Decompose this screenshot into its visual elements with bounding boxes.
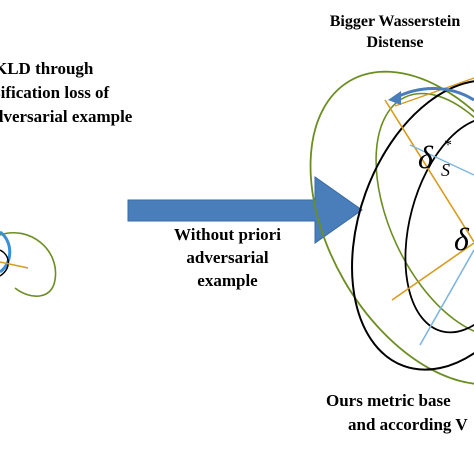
green-ellipse-inner [375, 92, 474, 338]
left-caption-line-2: sification loss of [0, 83, 110, 102]
delta-upper-star: * [444, 137, 452, 154]
arrow-caption-line-3: example [197, 271, 258, 290]
green-ellipse-outer [309, 70, 474, 386]
left-orange-line [0, 261, 29, 269]
right-figure [309, 70, 474, 386]
top-right-caption-line-1: Bigger Wasserstein [329, 13, 461, 30]
left-caption: KLD through sification loss of dversaria… [0, 57, 132, 129]
orange-top-line [394, 77, 474, 107]
arrow-shape [127, 176, 363, 244]
bottom-right-caption: Ours metric base and according V [326, 389, 468, 437]
left-green-curve [0, 232, 57, 297]
blue-upper-line [409, 144, 474, 176]
blue-diagonal-line [419, 249, 474, 346]
orange-radius-line [384, 99, 474, 243]
delta-lower-symbol: δ [454, 221, 470, 257]
left-caption-line-1: KLD through [0, 59, 94, 78]
left-figure [0, 230, 57, 297]
bottom-right-caption-line-1: Ours metric base [326, 391, 451, 410]
left-black-curve [0, 249, 9, 277]
orange-cross-line [391, 242, 474, 301]
wasserstein-arrowhead [388, 91, 401, 105]
arrow-caption-line-1: Without priori [174, 225, 281, 244]
black-ellipse-outer [351, 79, 474, 371]
left-caption-line-3: dversarial example [0, 107, 133, 126]
bottom-right-caption-line-2: and according V [348, 415, 468, 434]
left-blue-curve [0, 230, 12, 274]
delta-upper-subscript: S [441, 160, 450, 180]
arrow-caption: Without priori adversarial example [140, 223, 315, 292]
top-right-caption-line-2: Distense [366, 34, 424, 51]
top-right-caption: Bigger Wasserstein Distense [300, 11, 474, 53]
wasserstein-arrow [394, 87, 474, 102]
delta-upper-symbol: δ [418, 139, 434, 175]
black-ellipse-inner [404, 116, 474, 334]
arrow-caption-line-2: adversarial [186, 248, 269, 267]
main-arrow [127, 176, 363, 244]
